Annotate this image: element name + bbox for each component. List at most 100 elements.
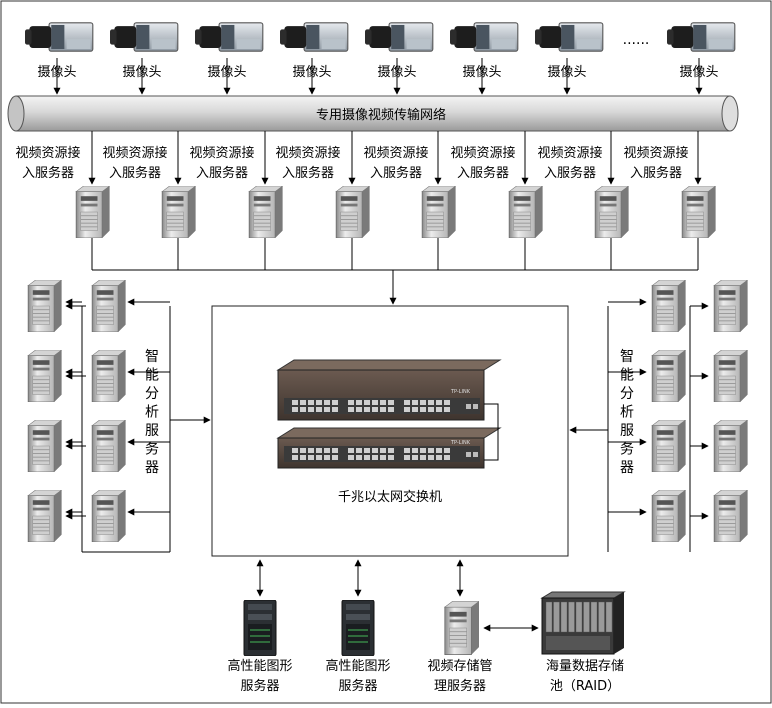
analysis-server-icon (27, 490, 62, 542)
access-server-icon (508, 186, 543, 238)
camera-icon (110, 22, 179, 52)
transmission-network-pipe: 专用摄像视频传输网络 (7, 95, 739, 132)
analysis-server-label-char: 服 (620, 423, 634, 439)
analysis-server-icon (713, 490, 748, 542)
switch-port (420, 448, 426, 453)
switch-port (372, 448, 378, 453)
analysis-server-label-char: 分 (145, 386, 159, 402)
switch-port (388, 407, 394, 412)
access-server-label-line2: 入服务器 (109, 165, 161, 181)
graphics-server-2-label-line1: 高性能图形 (325, 658, 390, 674)
access-server-label-line2: 入服务器 (457, 165, 509, 181)
analysis-server-icon (713, 420, 748, 472)
switch-port (292, 407, 298, 412)
switch-port (380, 400, 386, 405)
storage-management-server-label-line1: 视频存储管 (427, 659, 492, 674)
camera-icon (535, 22, 604, 52)
switch-port (300, 400, 306, 405)
switch-port (348, 448, 354, 453)
access-server-icon (248, 186, 283, 238)
access-server-label-line1: 视频资源接 (537, 145, 602, 161)
switch-uplink-port (473, 452, 478, 457)
switch-port (436, 455, 442, 460)
switch-port (412, 455, 418, 460)
switch-port (300, 407, 306, 412)
switch-port (372, 407, 378, 412)
analysis-server-label-char: 务 (145, 442, 159, 458)
graphics-server-1-label-line2: 服务器 (240, 678, 279, 694)
switch-port (428, 455, 434, 460)
analysis-server-icon (713, 280, 748, 332)
switch-port (332, 455, 338, 460)
switch-port (404, 448, 410, 453)
graphics-server-icon (243, 600, 277, 656)
analysis-server-label-char: 务 (620, 442, 634, 458)
switch-port (380, 407, 386, 412)
switch-port (332, 400, 338, 405)
switch-brand-top: TP-LINK (450, 389, 471, 395)
switch-port (380, 455, 386, 460)
switch-brand-bottom: TP-LINK (450, 440, 471, 446)
camera-icon (365, 22, 434, 52)
switch-port (428, 407, 434, 412)
switch-port (292, 448, 298, 453)
switch-port (436, 400, 442, 405)
analysis-server-icon (91, 490, 126, 542)
switch-stack-link (484, 403, 499, 461)
switch-port (420, 407, 426, 412)
graphics-server-icon (341, 600, 375, 656)
analysis-server-label-char: 分 (620, 386, 634, 402)
switch-port (356, 400, 362, 405)
switch-port (412, 407, 418, 412)
switch-port (300, 455, 306, 460)
raid-storage-icon (540, 591, 626, 655)
access-server-label-line1: 视频资源接 (15, 145, 80, 161)
switch-port (404, 400, 410, 405)
switch-port (332, 407, 338, 412)
analysis-server-label-char: 器 (620, 460, 634, 476)
switch-port (404, 455, 410, 460)
graphics-server-2-label-line2: 服务器 (338, 678, 377, 694)
access-server-label-line1: 视频资源接 (450, 145, 515, 161)
switch-port (412, 448, 418, 453)
analysis-server-icon (27, 420, 62, 472)
switch-port (356, 455, 362, 460)
access-server-icon (681, 186, 716, 238)
switch-port (364, 448, 370, 453)
ethernet-switch-top: TP-LINK (276, 359, 502, 421)
access-server-label-line1: 视频资源接 (623, 145, 688, 161)
access-server-label-line1: 视频资源接 (363, 145, 428, 161)
switch-port (364, 407, 370, 412)
switch-port (428, 400, 434, 405)
analysis-server-label-char: 智 (145, 349, 159, 365)
switch-port (348, 455, 354, 460)
analysis-server-icon (651, 490, 686, 542)
raid-storage-label-line2: 池（RAID） (550, 679, 620, 694)
switch-port (332, 448, 338, 453)
switch-port (324, 455, 330, 460)
analysis-server-label-char: 析 (145, 405, 159, 421)
switch-port (316, 407, 322, 412)
camera-ellipsis: ...... (623, 32, 650, 48)
analysis-server-icon (651, 280, 686, 332)
switch-port (316, 400, 322, 405)
switch-uplink-port (473, 404, 478, 409)
camera-icon (667, 22, 736, 52)
switch-port (324, 407, 330, 412)
switch-port (444, 455, 450, 460)
analysis-server-icon (91, 280, 126, 332)
access-server-label-line1: 视频资源接 (189, 145, 254, 161)
switch-uplink-port (466, 452, 471, 457)
switch-port (372, 400, 378, 405)
access-server-icon (335, 186, 370, 238)
switch-port (388, 448, 394, 453)
switch-label: 千兆以太网交换机 (338, 489, 442, 505)
